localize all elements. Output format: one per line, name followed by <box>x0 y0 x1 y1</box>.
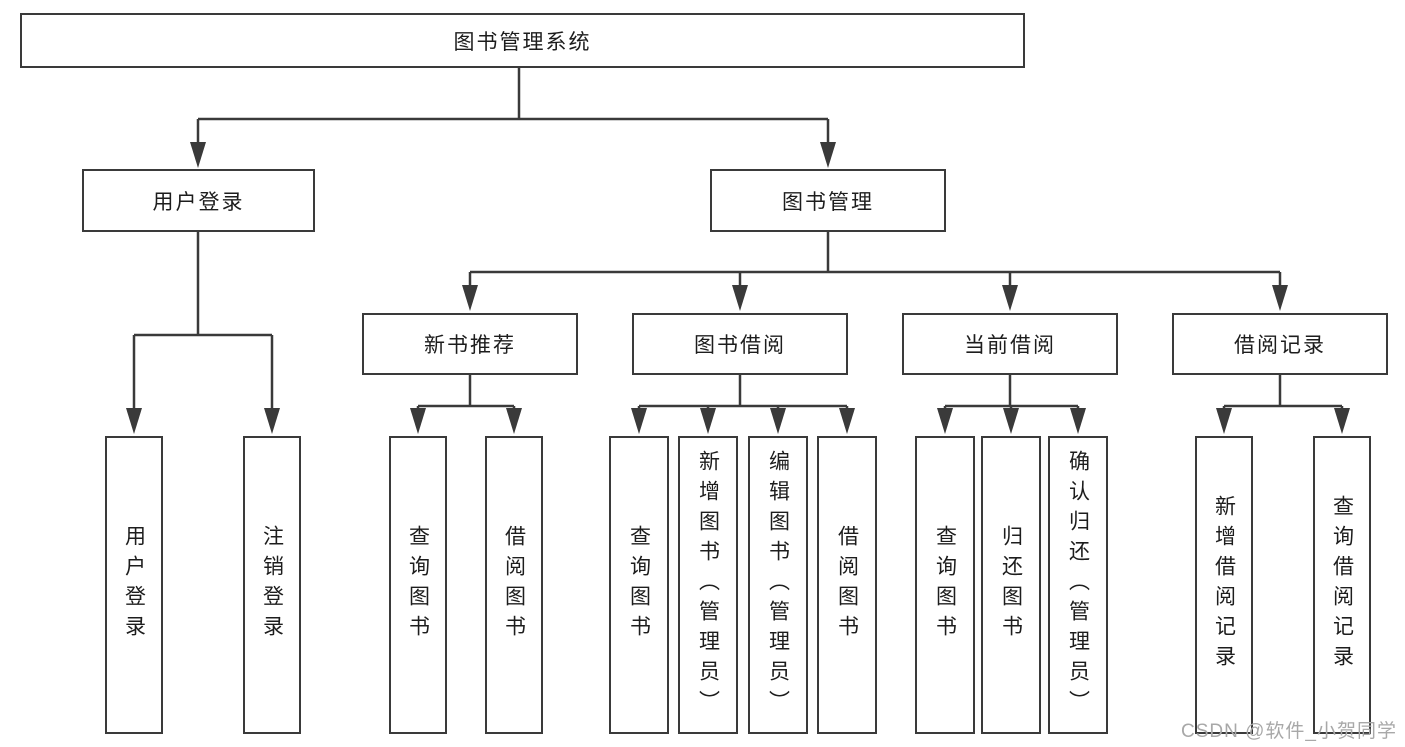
node-leaf-current-query: 查询图书 <box>915 436 975 734</box>
node-leaf-borrow-add-admin: 新增图书（管理员） <box>678 436 738 734</box>
connector-root-to-level2 <box>190 68 836 168</box>
arrowhead <box>700 408 716 434</box>
connector-line <box>416 375 516 414</box>
node-book-borrow: 图书借阅 <box>632 313 848 375</box>
node-leaf-newbook-query: 查询图书 <box>389 436 447 734</box>
node-leaf-logout: 注销登录 <box>243 436 301 734</box>
node-leaf-borrow-query: 查询图书 <box>609 436 669 734</box>
node-book-management: 图书管理 <box>710 169 946 232</box>
node-leaf-record-query: 查询借阅记录 <box>1313 436 1371 734</box>
arrowhead <box>264 408 280 434</box>
connector-line <box>132 232 274 412</box>
connector-bookborrow-to-leaves <box>631 375 855 434</box>
arrowhead <box>126 408 142 434</box>
arrowhead <box>410 408 426 434</box>
node-leaf-current-return: 归还图书 <box>981 436 1041 734</box>
node-leaf-current-confirm-admin: 确认归还（管理员） <box>1048 436 1108 734</box>
arrowhead <box>1334 408 1350 434</box>
arrowhead <box>1272 285 1288 311</box>
node-leaf-newbook-borrow: 借阅图书 <box>485 436 543 734</box>
node-leaf-borrow-edit-admin: 编辑图书（管理员） <box>748 436 808 734</box>
connector-line <box>1222 375 1344 414</box>
watermark: CSDN @软件_小贺同学 <box>1181 721 1397 742</box>
arrowhead <box>839 408 855 434</box>
node-library-system: 图书管理系统 <box>20 13 1025 68</box>
arrowhead <box>190 142 206 168</box>
arrowhead <box>506 408 522 434</box>
node-leaf-record-add: 新增借阅记录 <box>1195 436 1253 734</box>
arrowhead <box>820 142 836 168</box>
node-leaf-borrow-borrow: 借阅图书 <box>817 436 877 734</box>
connector-bookmgmt-to-level3 <box>462 232 1288 311</box>
node-user-login: 用户登录 <box>82 169 315 232</box>
arrowhead <box>1070 408 1086 434</box>
node-current-borrow: 当前借阅 <box>902 313 1118 375</box>
node-new-book-recommend: 新书推荐 <box>362 313 578 375</box>
arrowhead <box>1216 408 1232 434</box>
node-borrow-record: 借阅记录 <box>1172 313 1388 375</box>
connector-borrowrecord-to-leaves <box>1216 375 1350 434</box>
connector-line <box>637 375 849 414</box>
arrowhead <box>1002 285 1018 311</box>
arrowhead <box>732 285 748 311</box>
connector-userlogin-to-leaves <box>126 232 280 434</box>
arrowhead <box>462 285 478 311</box>
arrowhead <box>770 408 786 434</box>
connector-currentborrow-to-leaves <box>937 375 1086 434</box>
node-leaf-user-login: 用户登录 <box>105 436 163 734</box>
connector-line <box>196 68 830 148</box>
arrowhead <box>1003 408 1019 434</box>
arrowhead <box>631 408 647 434</box>
connector-line <box>468 232 1282 291</box>
arrowhead <box>937 408 953 434</box>
connector-newbook-to-leaves <box>410 375 522 434</box>
